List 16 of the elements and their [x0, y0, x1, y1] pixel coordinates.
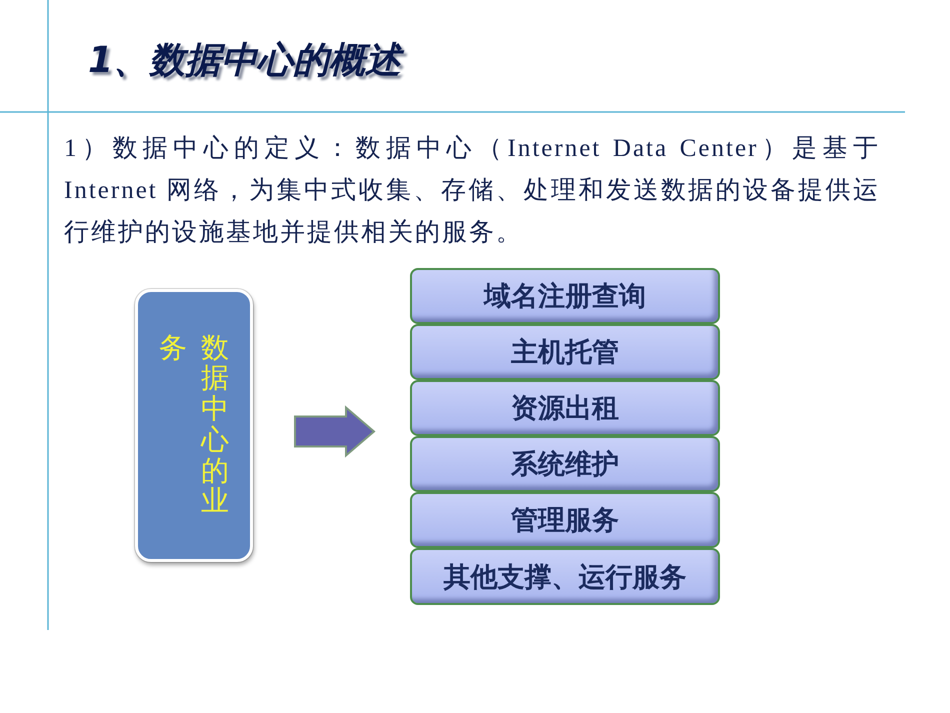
service-box [410, 324, 720, 380]
service-box [410, 436, 720, 492]
block-arrow [294, 405, 376, 458]
node-label: 其他支撑、运行服务 [444, 560, 686, 594]
node-label: 管理服务 [511, 504, 619, 538]
node-label: 主机托管 [511, 336, 619, 370]
node-label: 系统维护 [511, 448, 619, 482]
service-box [410, 492, 720, 548]
vertical-label: 数据中心的业务 [159, 332, 229, 520]
service-box [410, 548, 720, 605]
service-box [410, 268, 720, 324]
service-panel [135, 289, 253, 562]
node-label: 域名注册查询 [484, 280, 646, 314]
definition-paragraph: 1）数据中心的定义：数据中心（Internet Data Center）是基于 Internet 网络，为集中式收集、存储、处理和发送数据的设备提供运行维护的设施基地并提供相关的服务。 [64, 134, 880, 248]
node-label: 资源出租 [511, 392, 619, 426]
service-box [410, 380, 720, 436]
